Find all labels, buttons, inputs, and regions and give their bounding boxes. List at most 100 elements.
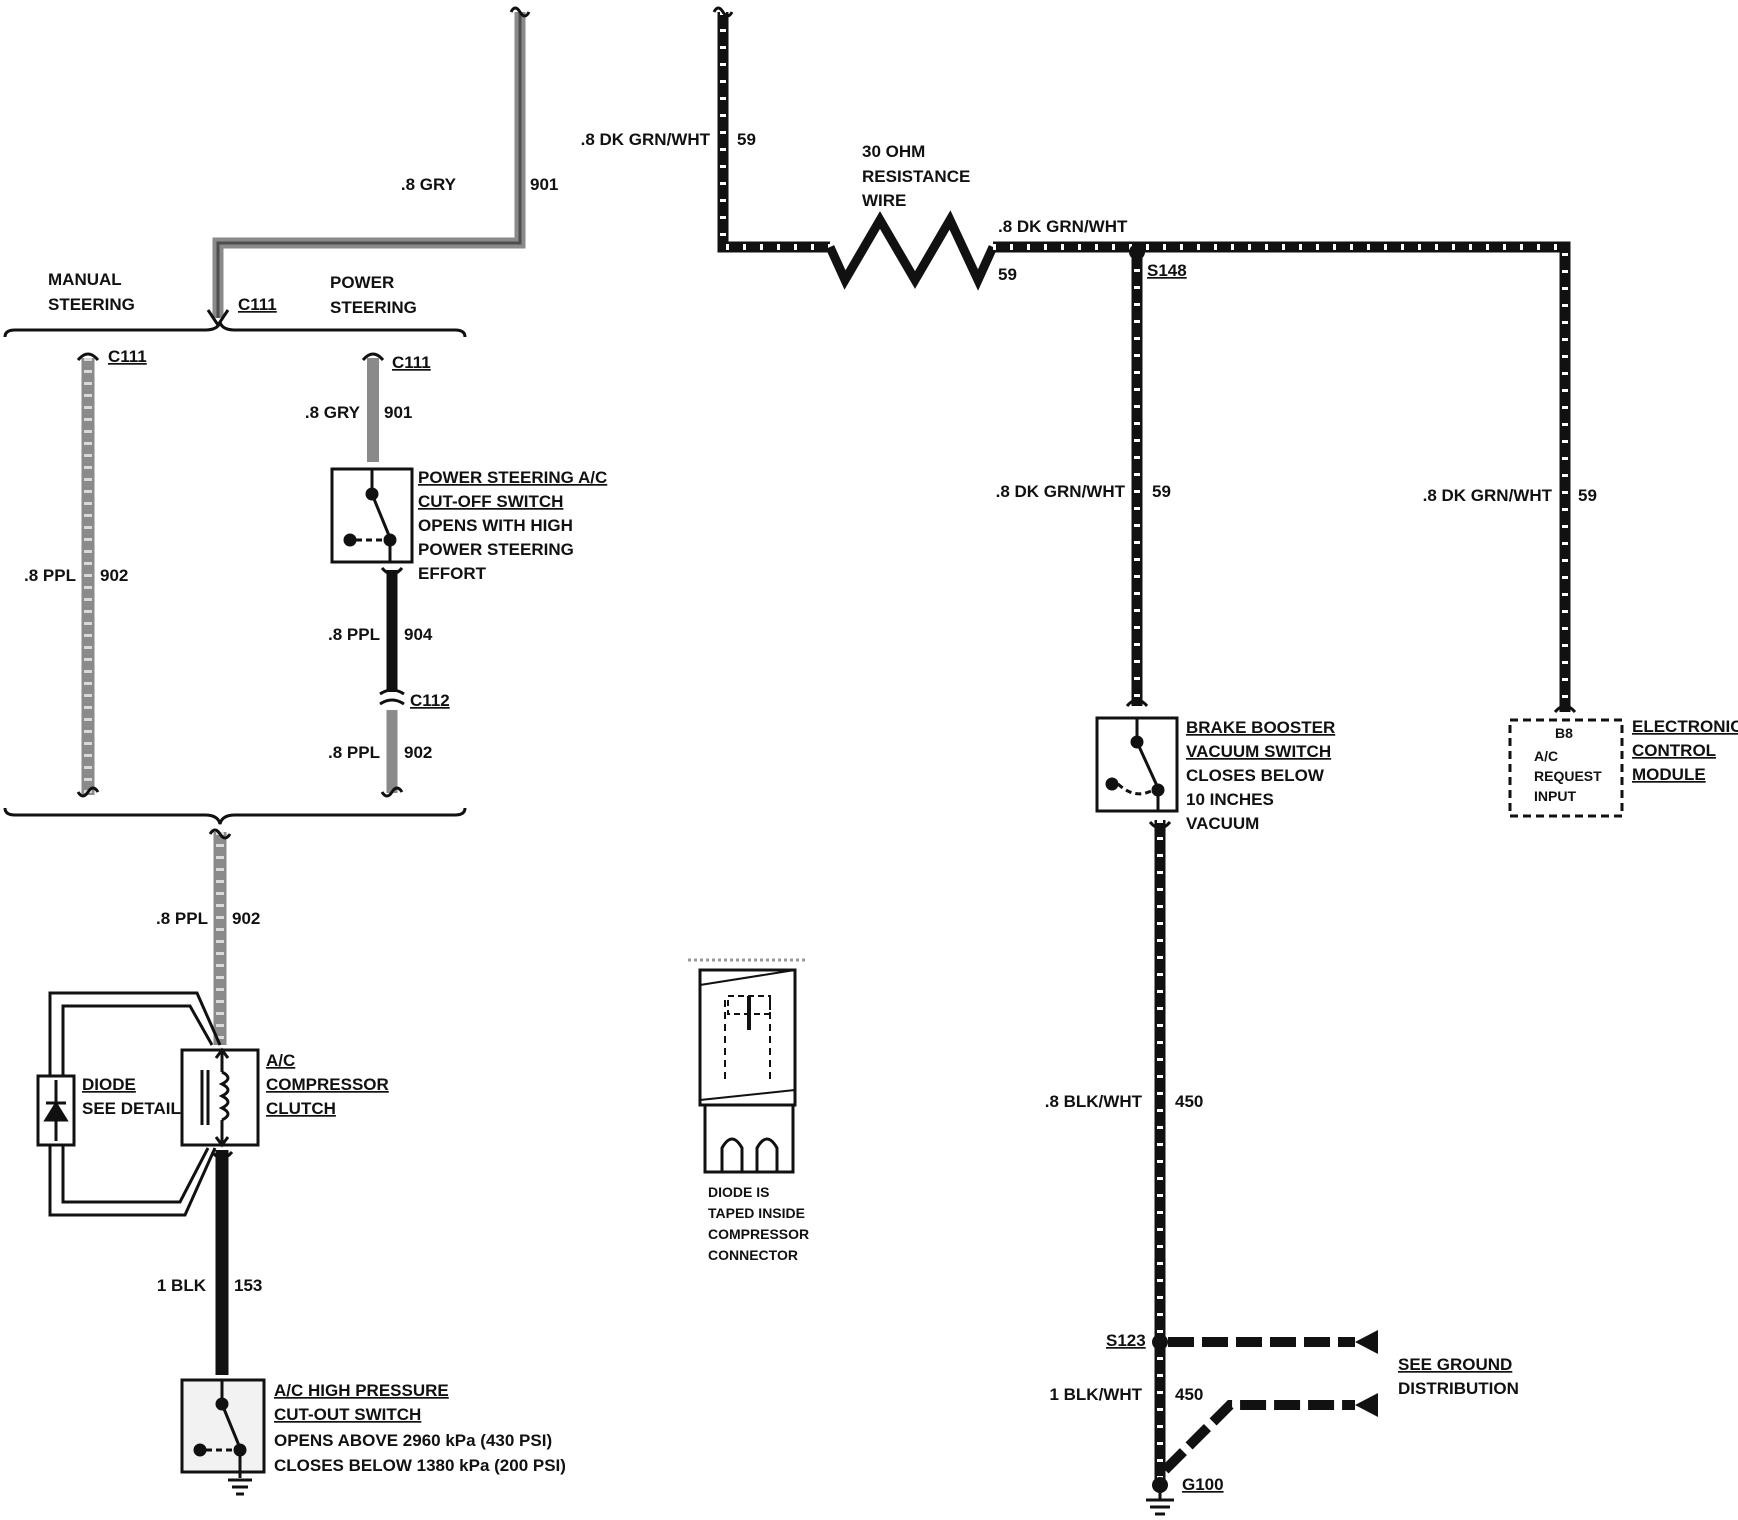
ecm-input-label-2: REQUEST [1534, 768, 1602, 784]
ground-label-2: DISTRIBUTION [1398, 1379, 1519, 1398]
diode-icon [43, 1080, 69, 1141]
c111-right-label: C111 [392, 353, 431, 372]
brake-label-3: CLOSES BELOW [1186, 766, 1325, 785]
clutch-label-1: A/C [266, 1051, 295, 1070]
wire-59-horizontal [993, 241, 1571, 712]
ecm-label-3: MODULE [1632, 765, 1706, 784]
manual-label-2: STEERING [48, 295, 135, 314]
wire-153-label: 1 BLK [157, 1276, 207, 1295]
ps-switch-label-3: OPENS WITH HIGH [418, 516, 573, 535]
resistance-wire-symbol [825, 210, 998, 291]
brake-label-1: BRAKE BOOSTER [1186, 718, 1335, 737]
wire-450-top-label: .8 BLK/WHT [1045, 1092, 1143, 1111]
wire-59-ecm-label: .8 DK GRN/WHT [1423, 486, 1553, 505]
g100-label: G100 [1182, 1475, 1224, 1494]
diode-detail-connector [688, 958, 808, 1174]
power-label-1: POWER [330, 273, 394, 292]
wire-59-feed [712, 6, 830, 253]
ac-compressor-clutch [180, 1048, 260, 1147]
clutch-coil-icon [200, 1047, 230, 1148]
hp-label-1: A/C HIGH PRESSURE [274, 1381, 449, 1400]
resistance-label-2: RESISTANCE [862, 167, 970, 186]
power-label-2: STEERING [330, 298, 417, 317]
wire-59-mid-label: .8 DK GRN/WHT [998, 217, 1128, 236]
hp-label-2: CUT-OUT SWITCH [274, 1405, 421, 1424]
ps-switch-label-1: POWER STEERING A/C [418, 468, 607, 487]
ecm-label-1: ELECTRONIC [1632, 717, 1738, 736]
wire-902-clutch-label: .8 PPL [156, 909, 208, 928]
wire-901-ps-label: .8 GRY [305, 403, 361, 422]
detail-label-1: DIODE IS [708, 1184, 769, 1200]
wire-901-top-label: .8 GRY [401, 175, 457, 194]
ecm-label-2: CONTROL [1632, 741, 1716, 760]
diode-label-2: SEE DETAIL [82, 1099, 181, 1118]
manual-label-1: MANUAL [48, 270, 122, 289]
wire-59-mid-num: 59 [998, 265, 1017, 284]
ground-g100-dot [1152, 1477, 1168, 1493]
clutch-label-2: COMPRESSOR [266, 1075, 389, 1094]
ground-icon [228, 1478, 252, 1496]
wire-901-ps-num: 901 [384, 403, 412, 422]
brake-label-4: 10 INCHES [1186, 790, 1274, 809]
wire-902-ps-num: 902 [404, 743, 432, 762]
hp-label-3: OPENS ABOVE 2960 kPa (430 PSI) [274, 1431, 552, 1450]
clutch-label-3: CLUTCH [266, 1099, 336, 1118]
wire-59-ecm-num: 59 [1578, 486, 1597, 505]
diode-loop [48, 991, 222, 1217]
detail-label-3: COMPRESSOR [708, 1226, 809, 1242]
wire-902-left-num: 902 [100, 566, 128, 585]
s123-label: S123 [1106, 1331, 1146, 1350]
ground-label-1: SEE GROUND [1398, 1355, 1512, 1374]
wire-904-label: .8 PPL [328, 625, 380, 644]
wire-59-top-num: 59 [737, 130, 756, 149]
brake-label-5: VACUUM [1186, 814, 1259, 833]
ecm-input-label-3: INPUT [1534, 788, 1576, 804]
splice-s123-dot [1152, 1334, 1168, 1350]
wire-450-bot-num: 450 [1175, 1385, 1203, 1404]
steering-brace-top [3, 321, 467, 338]
steering-brace-bottom [3, 807, 467, 825]
wire-904-and-902-ps [379, 566, 405, 798]
wire-59-to-brake [1125, 252, 1149, 708]
c111-main-label: C111 [238, 295, 277, 314]
wire-901-feed [206, 6, 531, 328]
ground-distribution-leads [1161, 1330, 1378, 1474]
c111-left-label: C111 [108, 347, 147, 366]
wire-901-ps [361, 352, 385, 462]
wire-450-top-num: 450 [1175, 1092, 1203, 1111]
hp-switch-symbol [193, 1380, 247, 1478]
wire-902-ps-label: .8 PPL [328, 743, 380, 762]
wire-901-top-num: 901 [530, 175, 558, 194]
wire-59-brake-num: 59 [1152, 482, 1171, 501]
wire-902-left-label: .8 PPL [24, 566, 76, 585]
wire-153 [210, 1150, 234, 1375]
wire-450 [1148, 820, 1172, 1480]
detail-label-4: CONNECTOR [708, 1247, 798, 1263]
ecm-pin-label: B8 [1555, 725, 1573, 741]
resistance-label-1: 30 OHM [862, 142, 925, 161]
brake-switch-symbol [1105, 718, 1165, 811]
ps-switch-symbol [343, 469, 397, 562]
brake-label-2: VACUUM SWITCH [1186, 742, 1331, 761]
wire-902-clutch-num: 902 [232, 909, 260, 928]
wire-59-top-label: .8 DK GRN/WHT [581, 130, 711, 149]
g100-ground-icon [1146, 1492, 1174, 1516]
splice-s148-dot [1129, 244, 1145, 260]
wire-153-num: 153 [234, 1276, 262, 1295]
wire-902-manual-jumper [76, 352, 100, 798]
detail-label-2: TAPED INSIDE [708, 1205, 805, 1221]
ps-switch-label-4: POWER STEERING [418, 540, 574, 559]
ecm-input-label-1: A/C [1534, 748, 1558, 764]
wire-904-num: 904 [404, 625, 433, 644]
electronic-control-module [1508, 718, 1624, 818]
wire-59-brake-label: .8 DK GRN/WHT [996, 482, 1126, 501]
diode-label-1: DIODE [82, 1075, 136, 1094]
ps-switch-label-5: EFFORT [418, 564, 487, 583]
wire-902-clutch [208, 828, 232, 1045]
s148-label: S148 [1147, 261, 1187, 280]
hp-label-4: CLOSES BELOW 1380 kPa (200 PSI) [274, 1456, 566, 1475]
resistance-label-3: WIRE [862, 191, 906, 210]
ps-switch-label-2: CUT-OFF SWITCH [418, 492, 563, 511]
wire-450-bot-label: 1 BLK/WHT [1049, 1385, 1142, 1404]
